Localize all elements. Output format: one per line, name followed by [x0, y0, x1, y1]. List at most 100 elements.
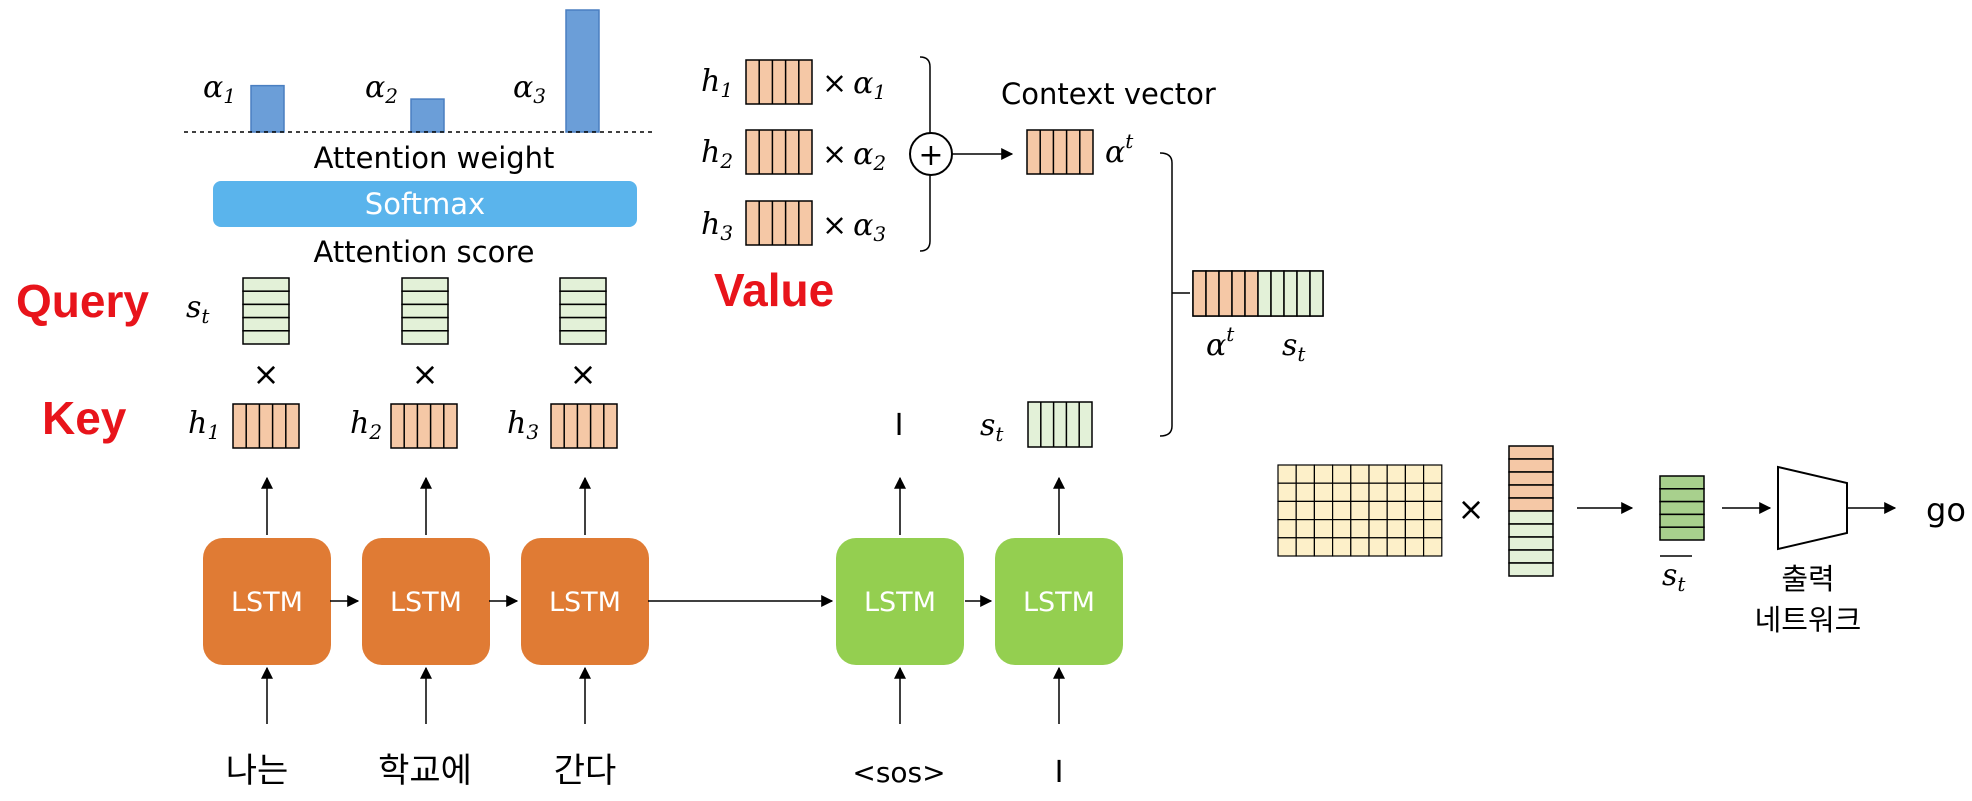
vector-cell: [1659, 475, 1705, 490]
vector-cell: [1508, 536, 1554, 551]
matrix-cell: [1331, 500, 1352, 521]
attention-bar-1: [250, 84, 285, 133]
vector-frame: [745, 129, 813, 175]
vector-frame: [1026, 129, 1094, 175]
key-vector-3: [550, 403, 618, 449]
decoder-lstm-cell-2: [995, 538, 1123, 665]
output-network-label-line2: 네트워크: [1755, 603, 1862, 637]
vector-cell: [1257, 270, 1272, 317]
matrix-cell: [1368, 537, 1388, 557]
value-weight-1: ×α1: [822, 66, 886, 104]
vector-cell: [559, 277, 607, 292]
matrix-cell: [1404, 464, 1425, 484]
vector-frame: [232, 403, 300, 449]
matrix-cell: [1313, 518, 1334, 539]
lstm-cell-label: LSTM: [231, 587, 303, 618]
matrix-cell: [1295, 500, 1315, 521]
output-network-trapezoid: [1777, 465, 1848, 551]
vector-cell: [242, 330, 290, 345]
matrix-cell: [1350, 537, 1370, 557]
vector-cell: [242, 316, 290, 332]
attention-bar-2: [410, 98, 445, 133]
vector-frame: [1027, 401, 1093, 448]
value-h1-label: h1: [701, 64, 733, 102]
matrix-cell: [1313, 482, 1334, 503]
key-vector-1: [232, 403, 300, 449]
vector-cell: [1508, 510, 1554, 525]
decoder-s-t-label: st: [980, 408, 1004, 446]
vector-cell: [1659, 488, 1705, 503]
plus-sign: +: [918, 138, 943, 173]
vector-cell: [1508, 484, 1554, 499]
vector-cell: [1205, 270, 1220, 317]
result-word: go: [1926, 491, 1966, 529]
vector-frame: [745, 59, 813, 105]
key-h1-label: h1: [188, 406, 220, 444]
vector-frame: [390, 403, 458, 449]
query-vector-2: [401, 277, 449, 345]
matrix-cell: [1331, 537, 1352, 557]
matrix-cell: [1350, 482, 1370, 503]
s-bar-t-label: st: [1662, 558, 1686, 596]
vector-cell: [1192, 270, 1207, 317]
decoder-output-1: I: [895, 408, 904, 443]
matrix-cell: [1313, 537, 1334, 557]
concat-bracket: [1159, 152, 1173, 437]
softmax-bar: [213, 181, 637, 227]
vector-cell: [1270, 270, 1285, 317]
vector-cell: [1283, 270, 1298, 317]
matrix-cell: [1277, 464, 1297, 484]
encoder-lstm-cell-2: [362, 538, 490, 665]
vector-frame: [745, 200, 813, 246]
vector-cell: [242, 303, 290, 319]
value-h2-label: h2: [701, 135, 733, 173]
vector-cell: [559, 290, 607, 306]
value-vector-3: [745, 200, 813, 246]
vector-frame: [550, 403, 618, 449]
key-h2-label: h2: [350, 406, 382, 444]
matrix-cell: [1277, 500, 1297, 521]
value-weight-2: ×α2: [822, 137, 886, 175]
matrix-cell: [1368, 518, 1388, 539]
matrix-cell: [1331, 464, 1352, 484]
matrix-cell: [1331, 518, 1352, 539]
matrix-cell: [1350, 464, 1370, 484]
matrix-cell: [1386, 537, 1406, 557]
matrix-cell: [1331, 482, 1352, 503]
matrix-cell: [1277, 518, 1297, 539]
weight-matrix: [1277, 464, 1443, 557]
vector-cell: [1508, 523, 1554, 538]
context-alpha-t-label: αt: [1105, 129, 1134, 170]
matrix-cell: [1295, 464, 1315, 484]
vector-cell: [1218, 270, 1233, 317]
matrix-cell: [1386, 500, 1406, 521]
matrix-cell: [1313, 500, 1334, 521]
matrix-cell: [1386, 464, 1406, 484]
vector-cell: [1508, 471, 1554, 486]
value-block: h1 h2 h3 ×α1 ×α2 ×α3 + Context vector αt: [701, 56, 1216, 252]
matrix-cell: [1404, 500, 1425, 521]
query-vector-1: [242, 277, 290, 345]
s-bar-t-vector: [1659, 475, 1705, 541]
value-weight-3: ×α3: [822, 208, 886, 246]
matrix-cell: [1404, 482, 1425, 503]
decoder-input-2: I: [1055, 755, 1064, 790]
vector-cell: [401, 330, 449, 345]
query-role-label: Query: [16, 275, 149, 327]
matrix-cell: [1422, 482, 1443, 503]
lstm-cell-label: LSTM: [864, 587, 936, 618]
matrix-cell: [1295, 518, 1315, 539]
vector-cell: [401, 290, 449, 306]
vector-cell: [1659, 500, 1705, 516]
key-role-label: Key: [42, 392, 127, 444]
key-vector-2: [390, 403, 458, 449]
vector-cell: [1309, 270, 1324, 317]
value-role-label: Value: [714, 264, 834, 316]
matrix-cell: [1368, 482, 1388, 503]
key-h3-label: h3: [507, 406, 539, 444]
context-vector: [1026, 129, 1094, 175]
attention-weight-label: Attention weight: [314, 141, 555, 175]
matrix-cell: [1277, 537, 1297, 557]
